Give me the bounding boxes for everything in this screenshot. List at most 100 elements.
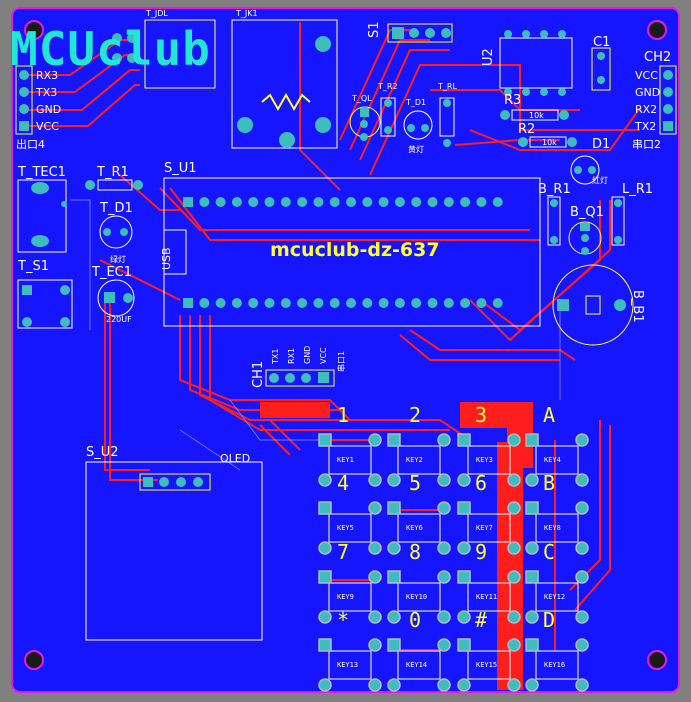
label-green-led: 绿灯	[110, 254, 126, 264]
b-r1	[547, 196, 561, 246]
label-ch1-tx1: TX1	[271, 349, 280, 365]
key-label: KEY15	[476, 661, 497, 669]
key-label: KEY13	[337, 661, 358, 669]
key-legend: 7	[337, 540, 349, 564]
bottom-traces	[70, 199, 561, 471]
module-pin	[427, 298, 438, 308]
module-pin	[362, 197, 373, 207]
label-ch2-gnd: GND	[635, 86, 660, 99]
t-r2	[380, 97, 396, 137]
l-r1	[611, 196, 625, 246]
key-5[interactable]: KEY5	[318, 501, 382, 555]
key-11[interactable]: KEY11	[457, 570, 521, 624]
module-pin	[443, 298, 454, 308]
key-4[interactable]: KEY4	[525, 433, 589, 487]
key-label: KEY9	[337, 593, 354, 601]
t-jdl-outline	[144, 19, 216, 89]
c1-outline	[591, 47, 611, 91]
key-legend: 2	[409, 403, 421, 427]
module-pin	[378, 197, 389, 207]
key-6[interactable]: KEY6	[387, 501, 451, 555]
key-label: KEY1	[337, 456, 354, 464]
label-b-r1: B_R1	[538, 182, 571, 197]
key-13[interactable]: KEY13	[318, 638, 382, 692]
key-label: KEY11	[476, 593, 497, 601]
module-pin	[492, 298, 503, 308]
resistor-symbol	[261, 92, 311, 112]
label-ch1-gnd: GND	[303, 346, 312, 364]
key-legend: 6	[475, 471, 487, 495]
module-pin	[297, 197, 308, 207]
key-legend: 9	[475, 540, 487, 564]
key-12[interactable]: KEY12	[525, 570, 589, 624]
label-t-s1: T_S1	[17, 259, 49, 274]
module-pin	[394, 298, 405, 308]
s-u1-top-pins	[183, 197, 503, 207]
key-3[interactable]: KEY3	[457, 433, 521, 487]
t-d1	[99, 215, 133, 249]
key-legend: *	[337, 608, 349, 632]
t-tec1	[17, 179, 67, 253]
module-pin	[476, 197, 487, 207]
label-rx3: RX3	[36, 69, 58, 82]
module-pin	[280, 197, 291, 207]
label-t-r2: T_R2	[377, 82, 398, 91]
key-legend: 1	[337, 403, 349, 427]
label-b-q1: B_Q1	[570, 205, 604, 220]
mounting-holes	[24, 20, 667, 670]
key-15[interactable]: KEY15	[457, 638, 521, 692]
key-label: KEY6	[406, 524, 423, 532]
label-r2: R2	[518, 122, 535, 137]
module-pin	[346, 298, 356, 308]
key-label: KEY10	[406, 593, 427, 601]
key-7[interactable]: KEY7	[457, 501, 521, 555]
header-left	[15, 65, 33, 135]
t-d1b	[403, 110, 433, 140]
t-r1	[97, 179, 133, 191]
key-2[interactable]: KEY2	[387, 433, 451, 487]
module-pin	[313, 298, 324, 308]
board-title: mcuclub-dz-637	[270, 239, 440, 261]
label-t-d1b: T_D1	[405, 98, 426, 107]
label-s1: S1	[367, 21, 382, 38]
u2-chip	[499, 30, 573, 96]
module-pin	[215, 298, 226, 308]
s-u1-module	[163, 177, 541, 327]
label-ch2-vcc: VCC	[635, 69, 658, 82]
module-pin	[297, 298, 308, 308]
s-u1-bottom-pins	[183, 298, 503, 308]
t-s1	[17, 279, 73, 329]
label-b-b1: B_B1	[630, 290, 645, 323]
key-label: KEY14	[406, 661, 427, 669]
label-gnd1: GND	[36, 103, 61, 116]
module-pin	[199, 298, 210, 308]
header-ch1	[265, 369, 335, 387]
module-pin	[443, 197, 454, 207]
key-9[interactable]: KEY9	[318, 570, 382, 624]
key-8[interactable]: KEY8	[525, 501, 589, 555]
label-t-jk1: T_JK1	[235, 9, 258, 18]
key-label: KEY12	[544, 593, 565, 601]
key-14[interactable]: KEY14	[387, 638, 451, 692]
r2	[518, 136, 577, 148]
label-c1: C1	[593, 35, 610, 50]
module-pin	[378, 298, 389, 308]
label-d1: D1	[592, 137, 610, 152]
module-pin	[411, 298, 422, 308]
label-ch1: CH1	[251, 361, 266, 388]
key-label: KEY4	[544, 456, 561, 464]
label-s-u2: S_U2	[86, 445, 119, 460]
key-legend: 4	[337, 471, 349, 495]
key-1[interactable]: KEY1	[318, 433, 382, 487]
key-legend: 8	[409, 540, 421, 564]
label-ch1-rx1: RX1	[287, 348, 296, 364]
key-16[interactable]: KEY16	[525, 638, 589, 692]
s-u2-oled	[85, 461, 263, 641]
header-ch2	[659, 65, 677, 135]
s1-header	[387, 23, 453, 43]
module-pin	[248, 197, 259, 207]
key-label: KEY16	[544, 661, 565, 669]
key-label: KEY8	[544, 524, 561, 532]
key-10[interactable]: KEY10	[387, 570, 451, 624]
